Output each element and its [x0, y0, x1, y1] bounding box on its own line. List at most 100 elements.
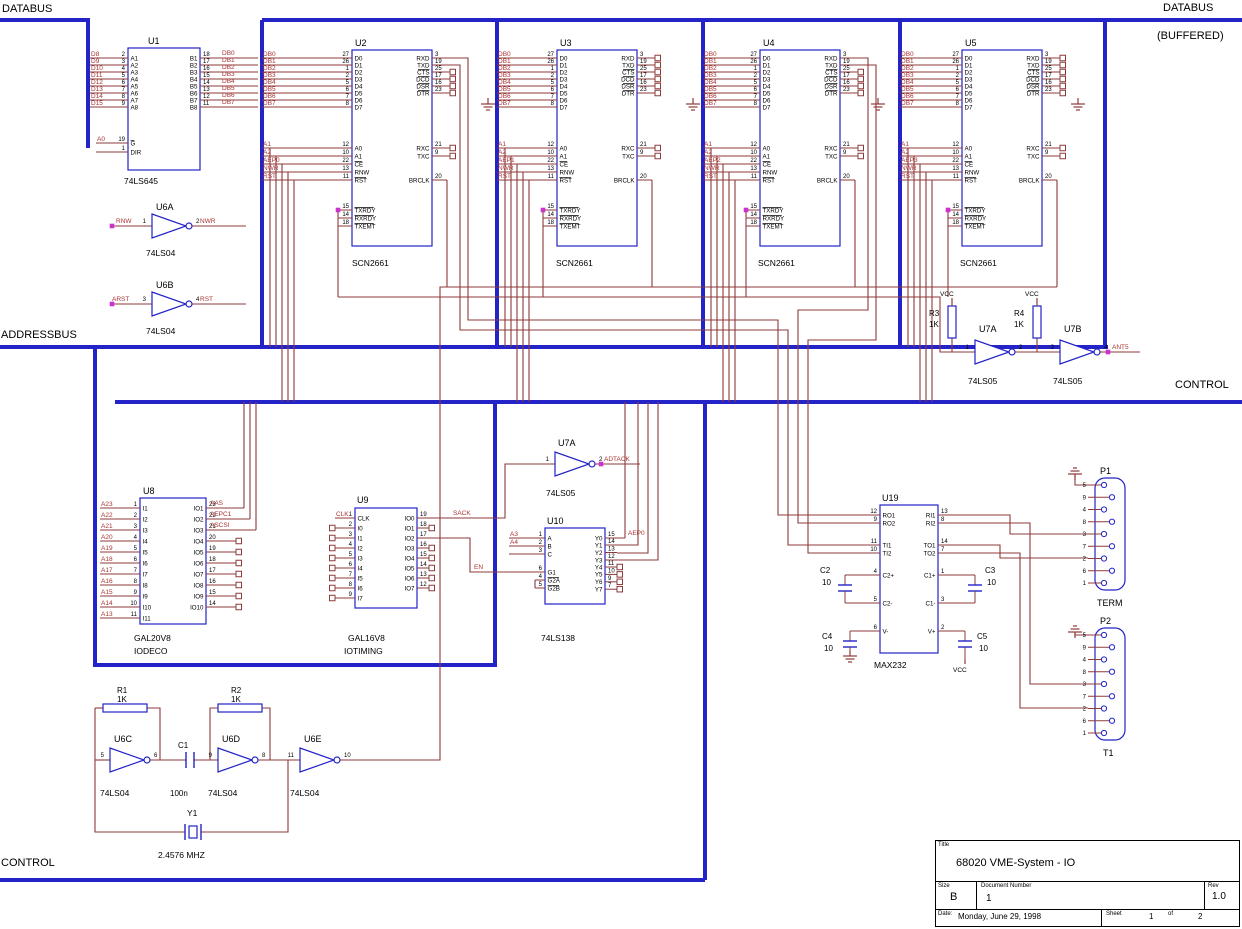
net-label: ARST	[112, 296, 129, 303]
svg-text:U6B: U6B	[156, 280, 174, 290]
svg-text:D4: D4	[965, 83, 973, 90]
svg-text:P1: P1	[1100, 466, 1111, 476]
svg-text:DB2: DB2	[498, 65, 511, 72]
svg-text:DB3: DB3	[498, 72, 511, 79]
svg-text:2: 2	[196, 219, 200, 225]
svg-text:VCC: VCC	[940, 291, 954, 298]
vcc-symbol: VCC	[953, 660, 967, 674]
svg-text:10: 10	[750, 150, 757, 156]
net-label: AAS	[210, 500, 224, 507]
titleblock-of-label: of	[1168, 911, 1174, 917]
svg-text:DB3: DB3	[263, 72, 276, 79]
svg-text:DB0: DB0	[498, 51, 511, 58]
svg-text:ARST: ARST	[112, 296, 129, 303]
svg-text:C4: C4	[822, 632, 833, 641]
svg-text:C1: C1	[178, 741, 189, 750]
svg-text:DB5: DB5	[704, 86, 717, 93]
svg-text:C: C	[548, 551, 553, 558]
ic-U9[interactable]: U9GAL16V8IOTIMING1CLKCLK2I03I14I25I36I47…	[329, 495, 451, 656]
svg-text:A21: A21	[101, 523, 113, 530]
ic-U1[interactable]: U174LS6452A1D83A2D94A3D105A4D116A5D127A6…	[90, 36, 258, 186]
svg-text:C3: C3	[985, 566, 996, 575]
svg-text:DB1: DB1	[222, 57, 235, 64]
gnd-symbol	[1068, 625, 1082, 638]
svg-text:U19: U19	[882, 493, 899, 503]
svg-text:TXEMT: TXEMT	[560, 223, 581, 230]
titleblock-total-value: 2	[1198, 912, 1203, 921]
open-port	[449, 68, 456, 76]
open-port	[329, 544, 336, 552]
svg-text:5: 5	[122, 73, 126, 79]
ic-U2[interactable]: U2SCN266127D0DB026D1DB11D2DB22D3DB35D4DB…	[262, 38, 456, 268]
svg-text:A0: A0	[763, 145, 771, 152]
svg-text:IO0: IO0	[405, 515, 416, 522]
svg-text:DB6: DB6	[263, 93, 276, 100]
svg-text:11: 11	[131, 612, 138, 618]
svg-text:11: 11	[548, 174, 555, 180]
svg-text:U3: U3	[560, 38, 572, 48]
svg-text:3: 3	[640, 52, 644, 58]
svg-text:DB0: DB0	[901, 51, 914, 58]
svg-text:AEPC1: AEPC1	[210, 511, 232, 518]
svg-text:17: 17	[203, 59, 210, 65]
titleblock-date-label: Date:	[938, 911, 953, 917]
bus-label-control-bottom: CONTROL	[1, 857, 55, 869]
svg-text:1K: 1K	[231, 695, 241, 704]
svg-text:NWR: NWR	[200, 218, 216, 225]
svg-text:A4: A4	[131, 76, 139, 83]
svg-text:CE: CE	[355, 161, 364, 168]
svg-text:DB5: DB5	[498, 86, 511, 93]
svg-text:7: 7	[349, 572, 353, 578]
svg-text:2: 2	[122, 52, 126, 58]
crystal-Y1[interactable]: Y12.4576 MHZ	[158, 808, 205, 860]
junction	[109, 301, 115, 307]
svg-text:Y3: Y3	[595, 557, 603, 564]
open-port	[1059, 82, 1066, 90]
svg-text:RNW: RNW	[965, 169, 980, 176]
junction	[743, 207, 749, 213]
svg-text:RXRDY: RXRDY	[560, 215, 582, 222]
svg-text:IO7: IO7	[194, 571, 205, 578]
ic-U4[interactable]: U4SCN266127D0DB026D1DB11D2DB22D3DB35D4DB…	[703, 38, 864, 268]
open-port	[449, 152, 456, 160]
ic-U5[interactable]: U5SCN266127D0DB026D1DB11D2DB22D3DB35D4DB…	[900, 38, 1066, 268]
svg-text:10: 10	[822, 578, 831, 587]
svg-text:18: 18	[547, 220, 554, 226]
ic-U3[interactable]: U3SCN266127D0DB026D1DB11D2DB22D3DB35D4DB…	[497, 38, 661, 268]
svg-text:26: 26	[750, 59, 757, 65]
svg-text:IO5: IO5	[405, 565, 416, 572]
ic-U19[interactable]: U19MAX23212RO19RO211TI110TI24C2+5C2-6V-1…	[845, 493, 975, 670]
svg-text:A1: A1	[498, 141, 506, 148]
open-port	[235, 592, 242, 600]
svg-text:DB4: DB4	[498, 79, 511, 86]
svg-text:CTS: CTS	[417, 69, 429, 76]
svg-text:19: 19	[420, 512, 427, 518]
ic-U8[interactable]: U8GAL20V8IODECO1I1A232I2A223I3A214I4A205…	[100, 486, 256, 656]
svg-text:I1: I1	[358, 535, 364, 542]
titleblock-date-value: Monday, June 29, 1998	[958, 912, 1042, 921]
svg-text:DB7: DB7	[222, 99, 235, 106]
titleblock-size-label: Size	[938, 883, 950, 889]
svg-text:D6: D6	[560, 97, 568, 104]
svg-text:11: 11	[288, 753, 295, 759]
